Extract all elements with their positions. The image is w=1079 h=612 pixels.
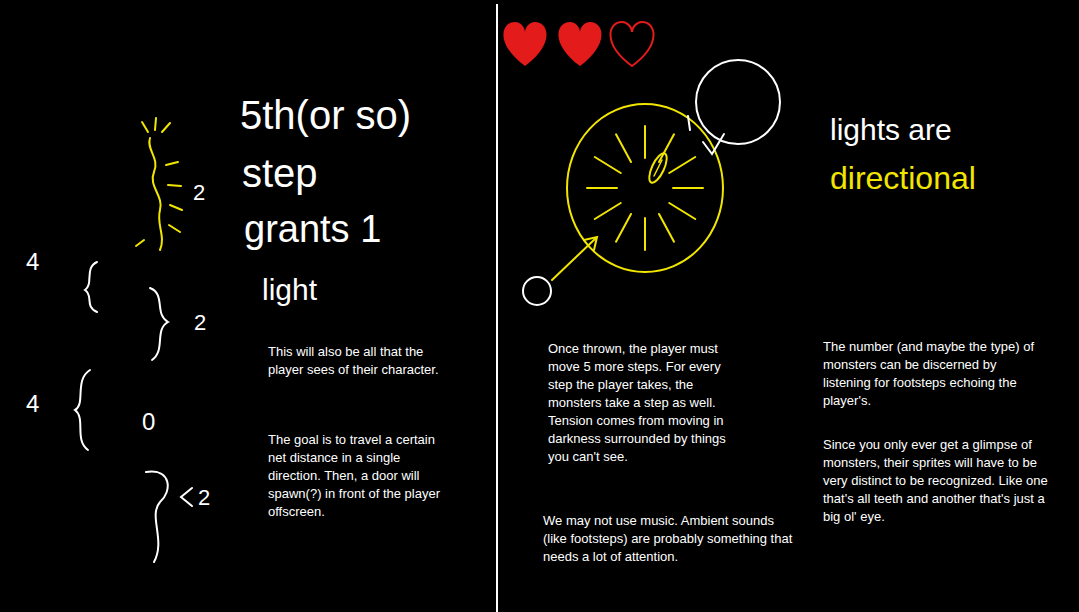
design-note: Since you only ever get a glimpse of mon… bbox=[823, 436, 1048, 526]
callout-number: 0 bbox=[142, 408, 155, 436]
bracket-figure bbox=[150, 288, 168, 360]
light-ray bbox=[616, 134, 631, 162]
light-ray bbox=[136, 240, 144, 246]
health-hearts bbox=[503, 22, 653, 66]
light-ray bbox=[142, 122, 148, 132]
light-ray bbox=[169, 225, 180, 232]
dark-figures bbox=[75, 262, 192, 562]
throw-arrowhead bbox=[584, 237, 597, 250]
bracket-figure bbox=[75, 370, 90, 450]
full-heart bbox=[558, 22, 601, 66]
light-ray bbox=[673, 187, 703, 189]
light-source bbox=[654, 160, 662, 176]
design-note: This will also be all that the player se… bbox=[268, 343, 446, 379]
light-ray bbox=[595, 157, 621, 173]
light-rays bbox=[587, 126, 703, 250]
design-note: The number (and maybe the type) of monst… bbox=[823, 338, 1045, 410]
handwritten-note: light bbox=[262, 272, 317, 307]
light-ray bbox=[644, 126, 646, 158]
light-source bbox=[646, 151, 670, 185]
arrow-mark bbox=[181, 488, 192, 506]
direction-circle bbox=[696, 60, 780, 144]
full-heart bbox=[503, 22, 546, 66]
light-ray bbox=[166, 162, 178, 165]
light-radius bbox=[567, 104, 723, 272]
light-ray bbox=[595, 203, 621, 219]
hand-mark bbox=[688, 116, 690, 130]
handwritten-note: lights are bbox=[830, 112, 952, 147]
callout-number: 4 bbox=[26, 390, 39, 418]
callout-number: 2 bbox=[194, 310, 206, 335]
design-note: We may not use music. Ambient sounds (li… bbox=[543, 512, 798, 566]
player-circle bbox=[523, 277, 551, 305]
callout-number: 4 bbox=[26, 248, 39, 276]
light-ray bbox=[669, 157, 695, 173]
light-ray bbox=[155, 118, 156, 130]
bracket-figure bbox=[85, 262, 97, 312]
light-ray bbox=[644, 218, 646, 250]
light-ray bbox=[162, 123, 170, 132]
character-body bbox=[149, 138, 162, 250]
handwritten-note: grants 1 bbox=[244, 207, 381, 251]
light-ray bbox=[659, 214, 674, 242]
callout-number: 2 bbox=[198, 485, 210, 510]
callout-number: 2 bbox=[193, 180, 205, 205]
character-figure bbox=[136, 118, 182, 250]
light-ray bbox=[168, 185, 181, 186]
throw-arrow bbox=[552, 238, 596, 280]
design-note: Once thrown, the player must move 5 more… bbox=[548, 340, 748, 466]
hand-mark bbox=[703, 134, 724, 154]
empty-heart bbox=[610, 22, 653, 66]
divider-line bbox=[496, 4, 498, 612]
bracket-figure bbox=[146, 472, 168, 562]
light-ray bbox=[669, 203, 695, 219]
handwritten-note: directional bbox=[830, 160, 976, 197]
thrown-light bbox=[523, 60, 780, 305]
light-ray bbox=[587, 187, 617, 189]
light-ray bbox=[170, 205, 182, 210]
light-ray bbox=[616, 214, 631, 242]
handwritten-note: 5th(or so) bbox=[240, 92, 411, 138]
design-note: The goal is to travel a certain net dist… bbox=[268, 431, 446, 521]
handwritten-note: step bbox=[242, 150, 318, 196]
